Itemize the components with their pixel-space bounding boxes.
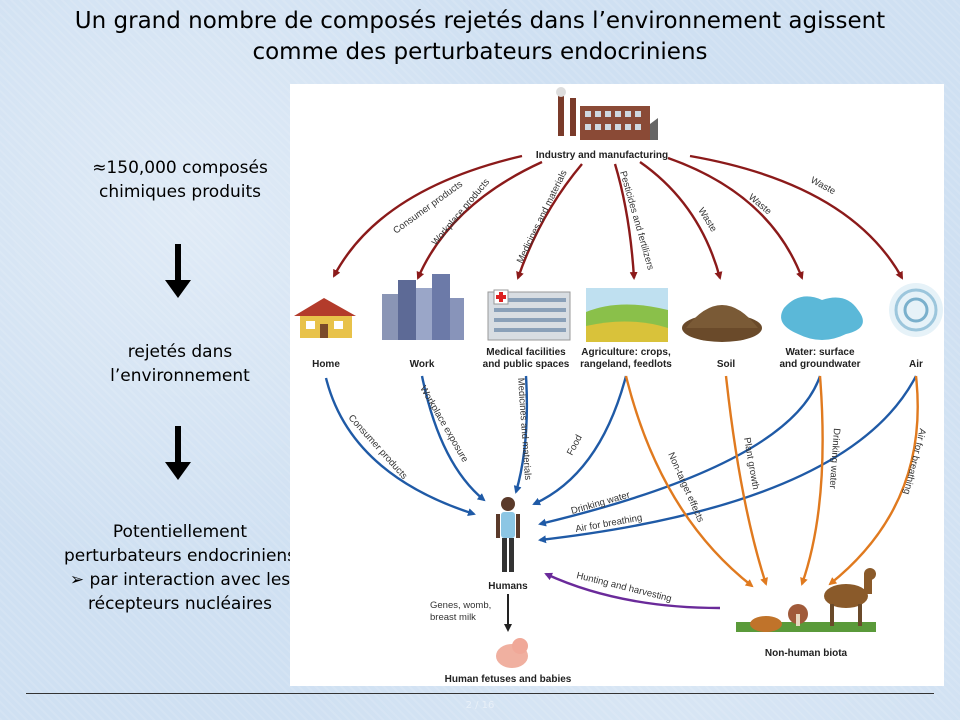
arrow-medical-humans	[513, 375, 529, 494]
arrow-industry-home	[332, 154, 523, 278]
node-agriculture-2: rangeland, feedlots	[580, 359, 672, 370]
arrow-biota-humans	[544, 572, 721, 610]
path-food: Food	[565, 433, 585, 457]
down-arrow-icon	[165, 244, 191, 298]
arrow-home-humans	[324, 377, 476, 516]
path-air-for-breathing-2: Air for breathing	[901, 427, 928, 495]
title-line-1: Un grand nombre de composés rejetés dans…	[74, 8, 886, 34]
hospital-icon	[487, 289, 571, 341]
path-medicines-materials-2: Medicines and materials	[515, 377, 533, 480]
down-arrow-icon	[165, 426, 191, 480]
wildlife-icon	[736, 568, 876, 632]
human-figure-icon	[496, 497, 520, 572]
path-genes-2: breast milk	[430, 612, 476, 623]
air-swirl-icon	[889, 283, 943, 337]
path-consumer-products-2: Consumer products	[346, 413, 410, 482]
node-soil: Soil	[717, 359, 736, 370]
arrow-water-humans	[538, 375, 822, 527]
office-buildings-icon	[382, 274, 464, 340]
path-drinking-water: Drinking water	[570, 490, 631, 517]
arrow-air-biota	[828, 375, 919, 586]
node-air: Air	[909, 359, 923, 370]
path-waste-soil: Waste	[695, 206, 718, 234]
arrow-industry-soil	[639, 161, 723, 280]
arrow-agriculture-humans	[532, 375, 628, 506]
exposure-diagram: Industry and manufacturing Consumer prod…	[290, 84, 944, 686]
node-agriculture-1: Agriculture: crops,	[581, 347, 671, 358]
footer-divider	[26, 693, 934, 694]
farmland-icon	[586, 288, 668, 342]
node-humans: Humans	[488, 581, 528, 592]
arrow-air-humans	[538, 375, 918, 544]
path-workplace-exposure: Workplace exposure	[417, 384, 470, 464]
step-disruptors: Potentiellement perturbateurs endocrinie…	[63, 522, 297, 614]
arrow-work-humans	[420, 375, 486, 502]
slide-title: Un grand nombre de composés rejetés dans…	[0, 6, 960, 68]
industry-label: Industry and manufacturing	[536, 150, 668, 161]
arrow-industry-water	[667, 156, 804, 280]
node-water-2: and groundwater	[779, 359, 860, 370]
house-icon	[294, 298, 356, 338]
path-genes-1: Genes, womb,	[430, 600, 491, 611]
node-fetuses-babies: Human fetuses and babies	[445, 674, 572, 685]
soil-icon	[682, 305, 762, 342]
node-medical-2: and public spaces	[483, 359, 570, 370]
node-work: Work	[410, 359, 435, 370]
title-line-2: comme des perturbateurs endocriniens	[252, 39, 708, 65]
factory-icon	[556, 87, 658, 140]
path-drinking-water-2: Drinking water	[827, 428, 842, 489]
node-home: Home	[312, 359, 340, 370]
arrow-industry-agriculture	[613, 163, 638, 280]
arrow-industry-work	[416, 160, 543, 280]
page-number: 2 / 16	[465, 700, 495, 711]
path-medicines-materials: Medicines and materials	[515, 168, 570, 265]
arrow-soil-biota	[724, 375, 768, 586]
step-produced: ≈150,000 composés chimiques produits	[92, 158, 268, 202]
fetus-icon	[496, 638, 528, 668]
node-non-human-biota: Non-human biota	[765, 648, 848, 659]
path-pesticides: Pesticides and fertilizers	[617, 170, 656, 272]
node-water-1: Water: surface	[785, 347, 855, 358]
water-icon	[781, 296, 863, 340]
node-medical-1: Medical facilities	[486, 347, 566, 358]
arrow-industry-medical	[516, 163, 583, 280]
arrow-industry-air	[689, 154, 904, 280]
arrow-water-biota	[800, 375, 824, 586]
arrow-agriculture-biota	[624, 375, 754, 588]
step-released: rejetés dans l’environnement	[110, 342, 250, 386]
